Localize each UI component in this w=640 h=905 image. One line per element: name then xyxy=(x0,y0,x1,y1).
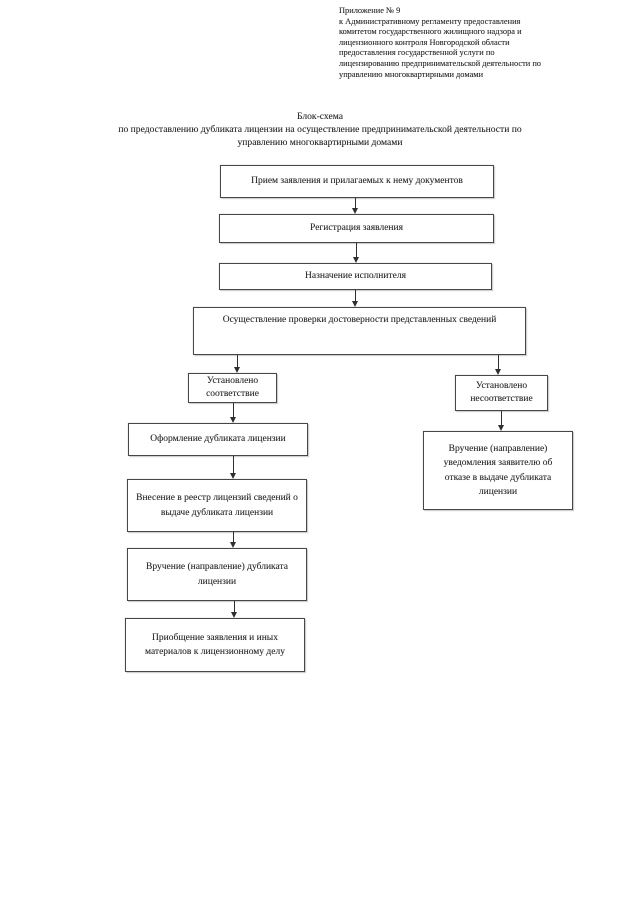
appendix-header-line: лицензированию предпринимательской деяте… xyxy=(339,58,541,68)
flow-arrow-down-icon xyxy=(233,355,240,373)
flow-arrow-down-icon xyxy=(351,198,358,214)
flow-node-prepare-duplicate: Оформление дубликата лицензии xyxy=(128,423,308,456)
appendix-header-line: Приложение № 9 xyxy=(339,6,401,15)
flow-node-attach-to-file: Приобщение заявления и иных материалов к… xyxy=(125,618,305,672)
flow-node-label: Вручение (направление) дубликата лицензи… xyxy=(146,562,288,587)
appendix-header-line: управлению многоквартирными домами xyxy=(339,69,484,79)
flow-node-label: Установлено соответствие xyxy=(206,376,259,399)
flow-node-label: Осуществление проверки достоверности пре… xyxy=(222,315,497,325)
flow-arrow-down-icon xyxy=(497,411,504,431)
flow-node-nonconformity-found: Установлено несоответствие xyxy=(455,375,548,411)
doc-title-block: Блок-схема по предоставлению дубликата л… xyxy=(0,110,640,149)
flow-node-assign-executor: Назначение исполнителя xyxy=(219,263,492,290)
flow-node-register-application: Регистрация заявления xyxy=(219,214,494,243)
flow-node-label: Вручение (направление) уведомления заяви… xyxy=(443,443,553,498)
doc-subtitle-line: по предоставлению дубликата лицензии на … xyxy=(118,124,522,135)
flow-node-refusal-notice: Вручение (направление) уведомления заяви… xyxy=(423,431,573,510)
flow-node-receive-application: Прием заявления и прилагаемых к нему док… xyxy=(220,165,494,198)
flow-arrow-down-icon xyxy=(229,532,236,548)
flow-node-label: Прием заявления и прилагаемых к нему док… xyxy=(251,176,463,187)
appendix-header-line: лицензионного контроля Новгородской обла… xyxy=(339,37,510,47)
flow-node-verify-information: Осуществление проверки достоверности пре… xyxy=(193,307,526,355)
flow-arrow-down-icon xyxy=(351,290,358,307)
doc-title: Блок-схема xyxy=(296,111,344,122)
flow-node-label: Установлено несоответствие xyxy=(470,380,533,405)
flow-node-registry-entry: Внесение в реестр лицензий сведений о вы… xyxy=(127,479,307,532)
appendix-header: Приложение № 9 к Административному регла… xyxy=(339,6,587,80)
flow-arrow-down-icon xyxy=(352,243,359,263)
flow-node-deliver-duplicate: Вручение (направление) дубликата лицензи… xyxy=(127,548,307,601)
appendix-header-line: к Административному регламенту предостав… xyxy=(339,16,521,26)
flow-node-label: Регистрация заявления xyxy=(310,223,403,234)
flow-node-label: Внесение в реестр лицензий сведений о вы… xyxy=(136,493,298,518)
appendix-header-line: комитетом государственного жилищного над… xyxy=(339,27,522,37)
flow-arrow-down-icon xyxy=(230,601,237,618)
flow-node-label: Назначение исполнителя xyxy=(305,271,406,282)
flow-arrow-down-icon xyxy=(229,456,236,479)
appendix-header-line: предоставления государственной услуги по xyxy=(339,48,495,58)
flow-node-label: Оформление дубликата лицензии xyxy=(150,434,286,445)
flow-arrow-down-icon xyxy=(229,403,236,423)
flow-node-label: Приобщение заявления и иных материалов к… xyxy=(145,632,285,658)
flow-node-conformity-found: Установлено соответствие xyxy=(188,373,277,403)
flow-arrow-down-icon xyxy=(494,355,501,375)
doc-subtitle-line: управлению многоквартирными домами xyxy=(237,137,403,148)
